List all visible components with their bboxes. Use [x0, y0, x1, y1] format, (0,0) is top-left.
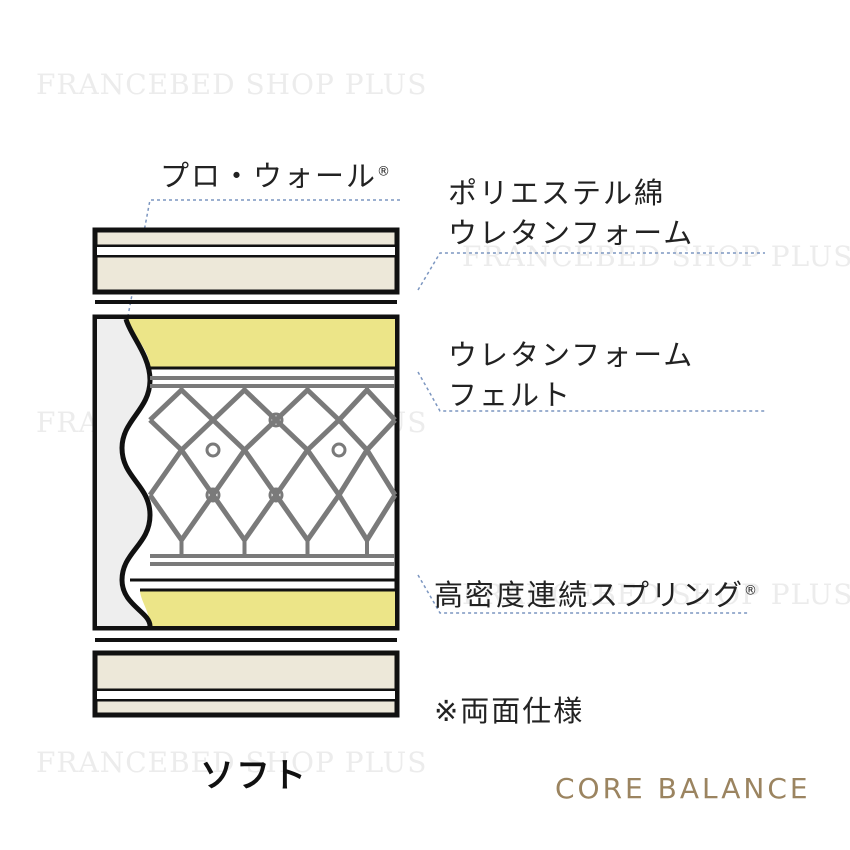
registered-mark: ® [744, 583, 760, 599]
firmness-title: ソフト [200, 756, 308, 796]
leader-line-mid-layer [417, 371, 765, 412]
label-double-sided: ※両面仕様 [434, 694, 585, 728]
brand-logo-text: CORE BALANCE [555, 772, 811, 805]
pro-wall [97, 319, 150, 626]
label-polyester-cotton: ポリエステル綿 [448, 176, 666, 210]
spring-knot [331, 442, 347, 458]
label-urethane-foam-top: ウレタンフォーム [448, 216, 695, 250]
watermark: FRANCEBED SHOP PLUS [36, 68, 428, 101]
leader-line-spring [417, 574, 748, 614]
label-spring: 高密度連続スプリング® [434, 572, 759, 614]
top-pad [92, 227, 400, 295]
pro-wall-edge [119, 318, 153, 627]
urethane-bottom [140, 590, 395, 626]
spring-knot [268, 487, 284, 503]
core-block [92, 314, 400, 631]
spring-coil [147, 492, 398, 543]
label-urethane-foam-mid: ウレタンフォーム [448, 338, 695, 372]
label-spring-text: 高密度連続スプリング [434, 578, 745, 612]
label-felt: フェルト [448, 378, 573, 412]
spring-coil [148, 417, 397, 453]
watermark: FRANCEBED SHOP PLUS [36, 746, 428, 779]
label-pro-wall-text: プロ・ウォール [160, 159, 378, 193]
bottom-pad [92, 650, 400, 718]
spring-knot [268, 412, 284, 428]
urethane-top [128, 319, 395, 368]
watermark: FRANCEBED SHOP PLUS [462, 578, 850, 611]
leader-line-top-layer [417, 252, 765, 291]
registered-mark: ® [377, 164, 393, 180]
spring-knot [205, 487, 221, 503]
spring-knot [205, 442, 221, 458]
label-pro-wall: プロ・ウォール® [160, 153, 392, 195]
watermark: FRANCEBED SHOP PLUS [462, 240, 850, 273]
continuous-spring [147, 376, 398, 566]
